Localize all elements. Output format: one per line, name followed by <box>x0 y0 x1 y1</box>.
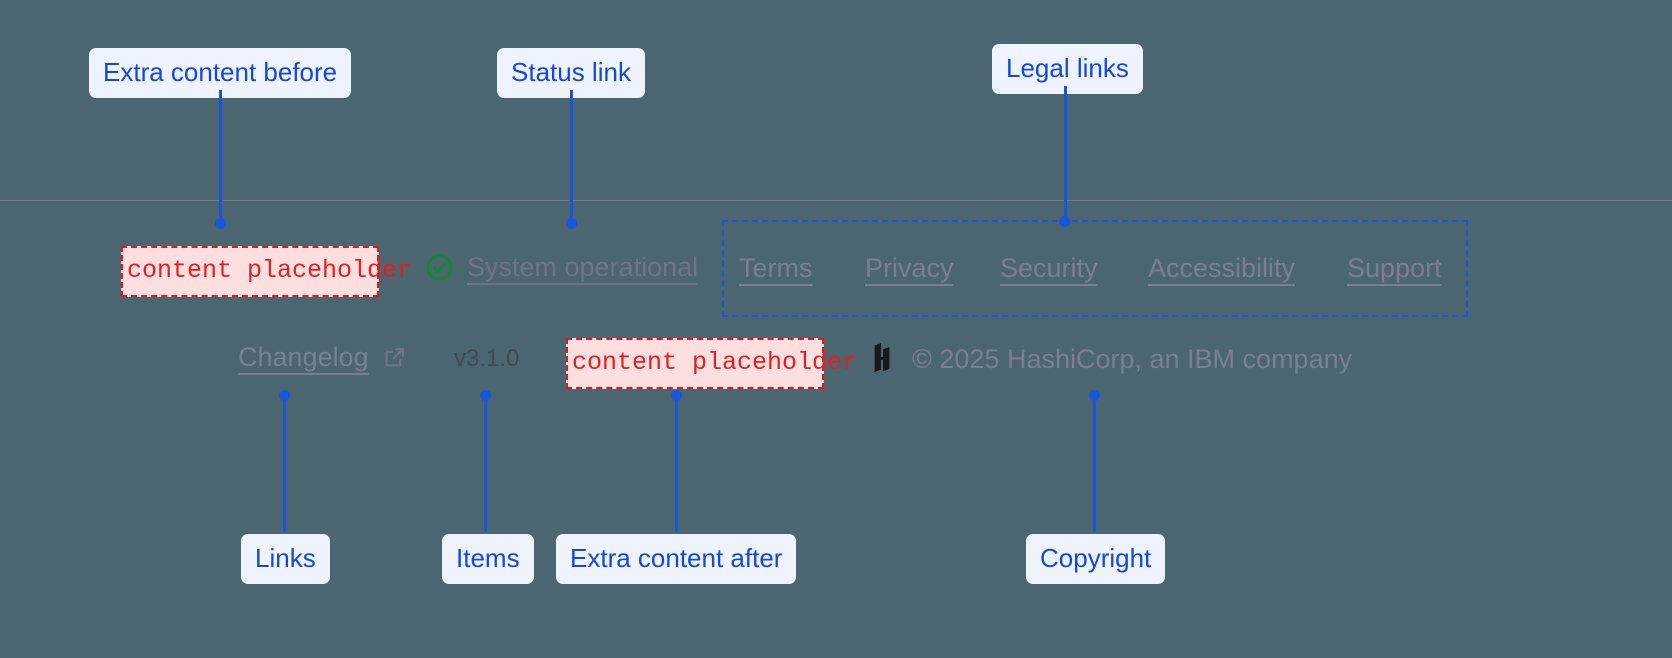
callout-links: Links <box>241 534 330 584</box>
legal-links-group-box <box>722 220 1468 317</box>
connector-dot-copyright <box>1089 390 1100 401</box>
connector-legal-links <box>1064 86 1067 222</box>
footer-top-divider <box>0 200 1672 201</box>
circle-check-icon <box>424 252 455 283</box>
connector-dot-extra-content-before <box>215 218 226 229</box>
legal-link-accessibility[interactable]: Accessibility <box>1148 253 1296 283</box>
extra-content-before-placeholder: content placeholder <box>121 246 412 297</box>
hashicorp-logo <box>866 343 898 376</box>
connector-dot-extra-content-after <box>671 390 682 401</box>
legal-link-privacy[interactable]: Privacy <box>865 253 954 283</box>
system-status-label: System operational <box>467 252 699 282</box>
callout-copyright: Copyright <box>1026 534 1166 584</box>
connector-dot-status-link <box>566 218 577 229</box>
callout-status-link: Status link <box>497 48 645 98</box>
callout-items: Items <box>442 534 534 584</box>
legal-link-security[interactable]: Security <box>1000 253 1098 283</box>
system-status-link[interactable]: System operational <box>424 252 698 283</box>
connector-extra-content-before <box>219 90 222 223</box>
changelog-label: Changelog <box>238 342 369 372</box>
connector-dot-links <box>279 390 290 401</box>
legal-link-terms[interactable]: Terms <box>739 253 813 283</box>
callout-legal-links: Legal links <box>992 44 1143 94</box>
connector-extra-content-after <box>675 396 678 532</box>
legal-link-support[interactable]: Support <box>1347 253 1442 283</box>
connector-items <box>484 396 487 532</box>
copyright-text: © 2025 HashiCorp, an IBM company <box>912 344 1353 374</box>
changelog-link[interactable]: Changelog <box>238 344 408 371</box>
extra-content-after-placeholder: content placeholder <box>566 338 857 389</box>
brand-copyright: © 2025 HashiCorp, an IBM company <box>866 343 1352 376</box>
connector-copyright <box>1093 396 1096 532</box>
callout-extra-content-before: Extra content before <box>89 48 352 98</box>
connector-status-link <box>570 90 573 223</box>
external-link-icon <box>381 344 408 371</box>
version-label: v3.1.0 <box>454 345 520 372</box>
connector-dot-items <box>480 390 491 401</box>
callout-extra-content-after: Extra content after <box>556 534 797 584</box>
connector-links <box>283 396 286 532</box>
